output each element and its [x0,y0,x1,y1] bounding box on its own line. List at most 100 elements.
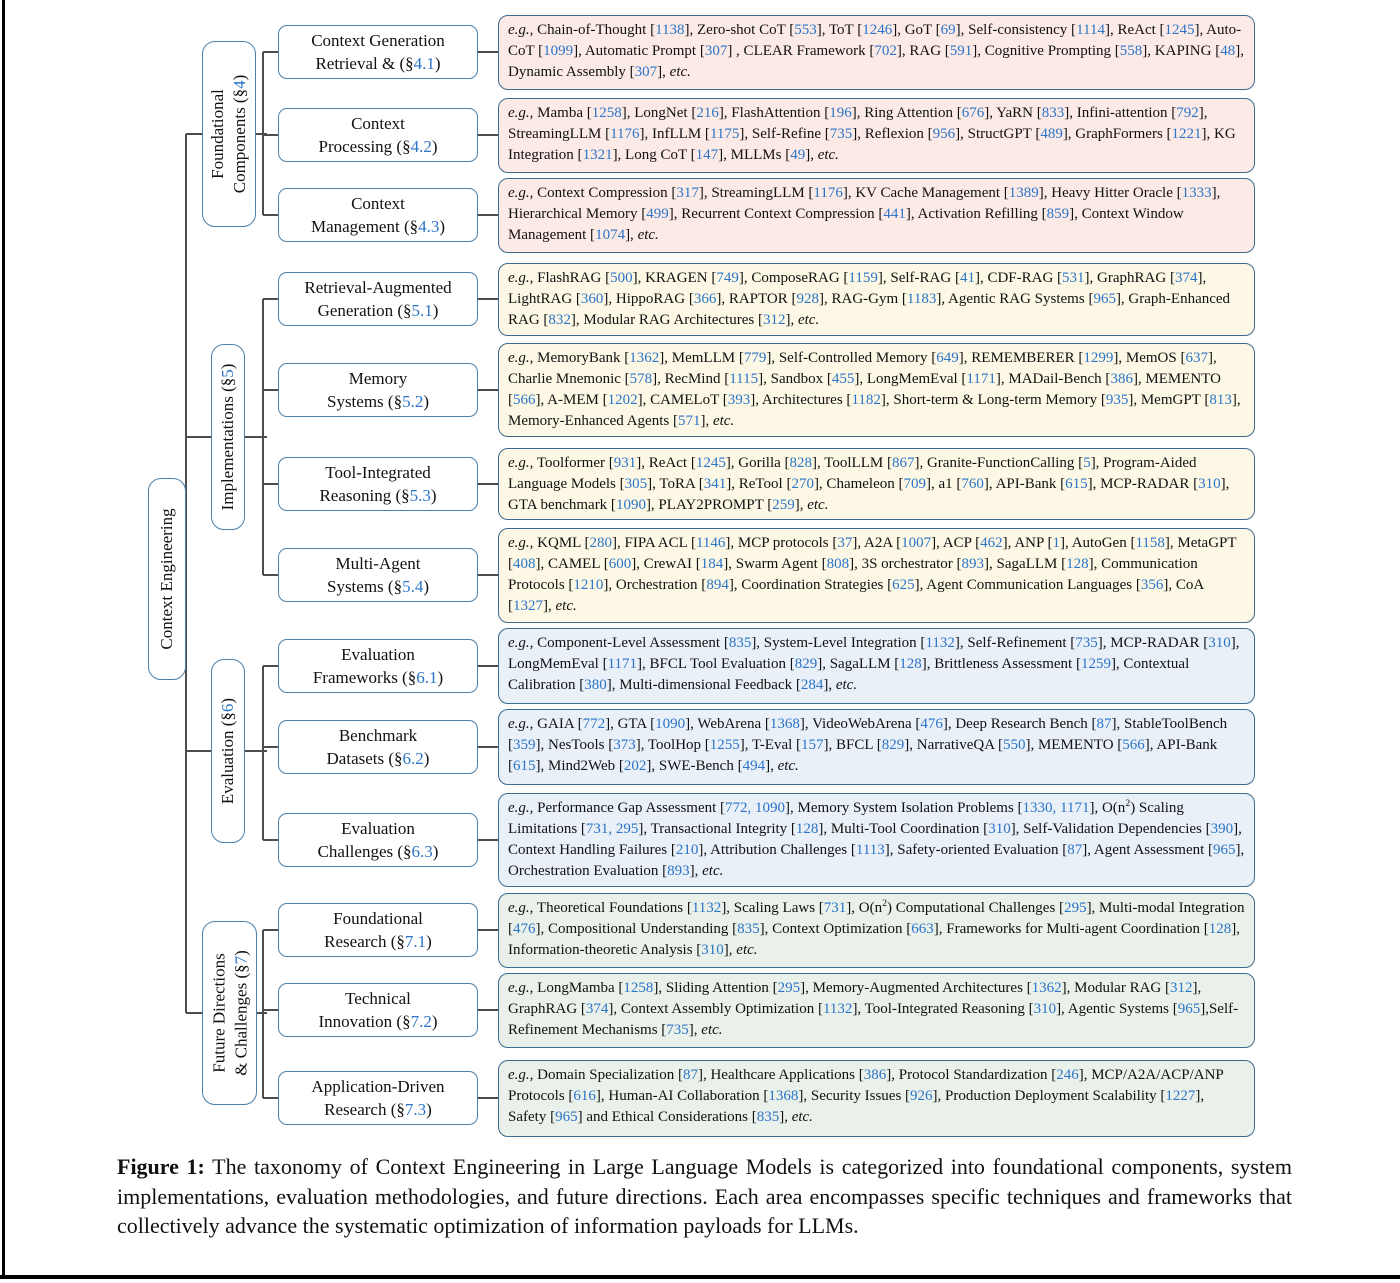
citation-link[interactable]: 441 [883,205,906,222]
citation-link[interactable]: 637 [1185,350,1208,366]
citation-link[interactable]: 893 [961,555,985,572]
citation-link[interactable]: 1362 [629,350,660,366]
citation-link[interactable]: 1299 [1083,350,1114,366]
citation-link[interactable]: 393 [727,392,751,408]
citation-link[interactable]: 926 [910,1087,933,1104]
citation-link[interactable]: 1362 [1031,979,1062,996]
citation-link[interactable]: 87 [1096,716,1112,732]
citation-link[interactable]: 147 [695,146,719,163]
section-link[interactable]: 4.2 [410,137,432,156]
section-link[interactable]: 6.3 [411,842,433,861]
citation-link[interactable]: 1182 [851,392,881,408]
citation-link[interactable]: 1171 [966,371,996,387]
citation-link[interactable]: 835 [737,920,760,937]
citation-link[interactable]: 1007 [901,534,932,551]
section-link[interactable]: 5.1 [411,301,433,320]
citation-link[interactable]: 1176 [610,125,640,142]
citation-link[interactable]: 591 [949,42,973,59]
citation-link[interactable]: 455 [831,371,855,387]
citation-link[interactable]: 578 [629,371,653,387]
citation-link[interactable]: 965 [1177,1000,1201,1017]
citation-link[interactable]: 676 [961,104,985,121]
citation-link[interactable]: 1389 [1008,184,1039,201]
citation-link[interactable]: 616 [573,1087,596,1104]
citation-link[interactable]: 1113 [855,842,885,858]
citation-link[interactable]: 835 [728,635,752,651]
citation-link[interactable]: 1258 [623,979,654,996]
citation-link[interactable]: 476 [513,920,536,937]
section-link[interactable]: 7.2 [410,1012,432,1031]
citation-link[interactable]: 1333 [1181,184,1212,201]
citation-link[interactable]: 310 [1208,635,1231,651]
citation-link[interactable]: 1255 [709,737,740,753]
citation-link[interactable]: 390 [1210,821,1234,837]
citation-link[interactable]: 1158 [1135,534,1165,551]
citation-link[interactable]: 928 [796,290,820,307]
citation-link[interactable]: 317 [676,184,699,201]
citation-link[interactable]: 359 [513,737,536,753]
citation-link[interactable]: 935 [1105,392,1129,408]
citation-link[interactable]: 128 [899,656,922,672]
citation-link[interactable]: 1246 [862,21,893,38]
citation-link[interactable]: 196 [829,104,852,121]
citation-link[interactable]: 210 [675,842,699,858]
citation-link[interactable]: 295 [1064,899,1087,916]
citation-link[interactable]: 246 [1056,1066,1079,1083]
section-link[interactable]: 5 [218,369,237,378]
citation-link[interactable]: 1132 [822,1000,853,1017]
citation-link[interactable]: 1132 [691,899,722,916]
citation-link[interactable]: 1138 [655,21,685,38]
citation-link[interactable]: 1175 [709,125,740,142]
citation-link[interactable]: 760 [961,476,984,492]
citation-link[interactable]: 366 [693,290,717,307]
citation-link[interactable]: 489 [1040,125,1063,142]
citation-link[interactable]: 312 [762,311,786,328]
citation-link[interactable]: 1114 [1076,21,1105,38]
citation-link[interactable]: 1 [1052,534,1061,551]
citation-link[interactable]: 956 [932,125,956,142]
citation-link[interactable]: 1330, 1171 [1022,800,1090,816]
citation-link[interactable]: 310 [988,821,1011,837]
citation-link[interactable]: 1368 [768,1087,799,1104]
citation-link[interactable]: 386 [863,1066,887,1083]
citation-link[interactable]: 270 [791,476,814,492]
citation-link[interactable]: 1202 [607,392,638,408]
citation-link[interactable]: 749 [716,269,739,286]
citation-link[interactable]: 779 [743,350,767,366]
citation-link[interactable]: 360 [580,290,604,307]
citation-link[interactable]: 386 [1110,371,1133,387]
citation-link[interactable]: 829 [794,656,818,672]
citation-link[interactable]: 37 [837,534,853,551]
citation-link[interactable]: 709 [903,476,927,492]
citation-link[interactable]: 87 [682,1066,698,1083]
citation-link[interactable]: 835 [756,1108,780,1125]
section-link[interactable]: 4.3 [418,217,440,236]
citation-link[interactable]: 380 [584,677,607,693]
section-link[interactable]: 5.4 [402,577,424,596]
citation-link[interactable]: 1183 [906,290,937,307]
citation-link[interactable]: 373 [613,737,636,753]
citation-link[interactable]: 649 [936,350,959,366]
citation-link[interactable]: 1159 [848,269,878,286]
citation-link[interactable]: 1171 [607,656,638,672]
citation-link[interactable]: 735 [666,1021,689,1038]
citation-link[interactable]: 735 [1075,635,1098,651]
citation-link[interactable]: 305 [624,476,648,492]
citation-link[interactable]: 374 [1174,269,1198,286]
citation-link[interactable]: 280 [589,534,613,551]
citation-link[interactable]: 41 [959,269,975,286]
citation-link[interactable]: 1090 [615,497,646,513]
citation-link[interactable]: 702 [874,42,897,59]
citation-link[interactable]: 731 [823,899,847,916]
citation-link[interactable]: 772 [582,716,606,732]
citation-link[interactable]: 5 [1083,455,1091,471]
section-link[interactable]: 7 [230,955,250,965]
citation-link[interactable]: 476 [920,716,943,732]
citation-link[interactable]: 1210 [573,576,604,593]
citation-link[interactable]: 312 [1170,979,1193,996]
citation-link[interactable]: 558 [1119,42,1143,59]
citation-link[interactable]: 1227 [1165,1087,1196,1104]
citation-link[interactable]: 1176 [813,184,843,201]
citation-link[interactable]: 615 [513,758,536,774]
citation-link[interactable]: 307 [634,63,658,80]
